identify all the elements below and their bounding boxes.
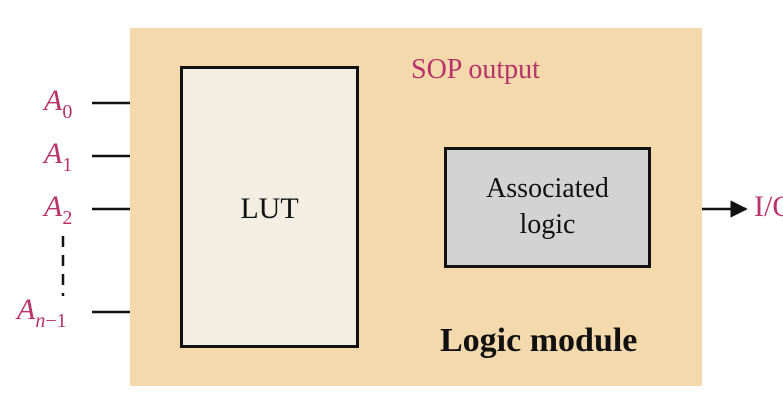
- io-label: I/O: [754, 190, 783, 223]
- lut-label: LUT: [240, 192, 299, 225]
- input-var-a0: A: [44, 84, 63, 117]
- input-sub-an-1: n−1: [35, 310, 66, 332]
- input-var-a2: A: [44, 190, 63, 223]
- input-var-an-1: A: [17, 293, 36, 326]
- input-label-a2: A2: [44, 190, 72, 230]
- input-sub-a2: 2: [62, 207, 73, 229]
- input-label-a1: A1: [44, 137, 72, 177]
- input-sub-minus-one: −1: [45, 310, 67, 332]
- input-var-a1: A: [44, 137, 63, 170]
- input-sub-a1: 1: [62, 154, 73, 176]
- input-sub-a0: 0: [62, 101, 73, 123]
- logic-module-label: Logic module: [440, 322, 638, 359]
- lut-block: [180, 66, 359, 348]
- associated-logic-label-line1: Associated: [486, 173, 609, 204]
- associated-logic-label-line2: logic: [519, 209, 576, 240]
- associated-logic-block: [444, 147, 651, 268]
- associated-logic-label: Associated logic: [444, 171, 651, 243]
- input-sub-n: n: [35, 310, 46, 332]
- input-label-a0: A0: [44, 84, 72, 124]
- input-label-an-1: An−1: [17, 293, 67, 333]
- sop-output-label: SOP output: [411, 54, 540, 85]
